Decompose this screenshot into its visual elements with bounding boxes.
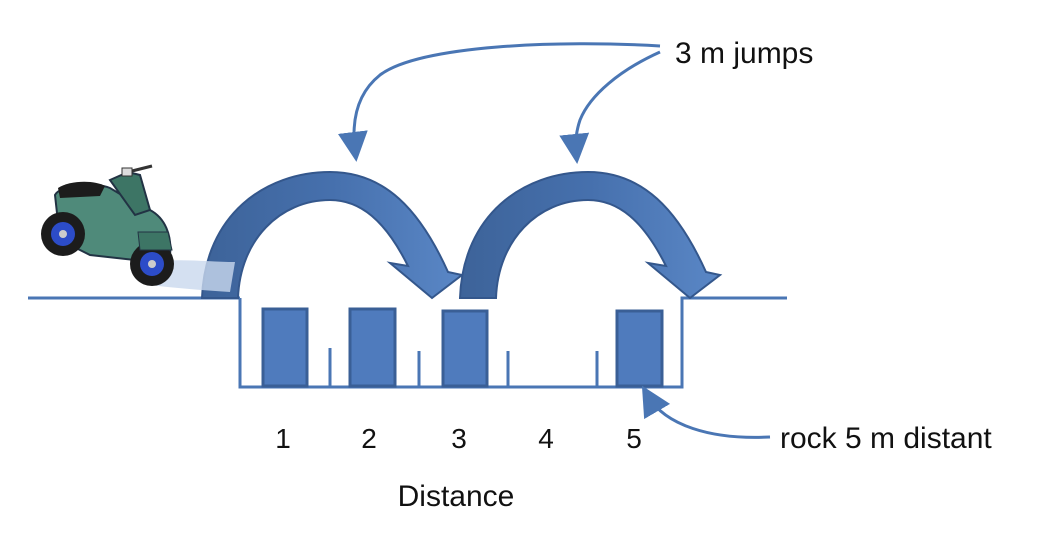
tick-label-5: 5 [626,423,642,454]
rock-2 [348,307,397,388]
callout-arrow-jump-1 [337,42,661,162]
rock-label: rock 5 m distant [780,422,992,455]
axis-title: Distance [398,480,515,513]
rock-3 [441,309,489,388]
ground [28,296,787,389]
distance-ticks [328,348,599,387]
rock-5 [615,309,664,388]
jump-arc-2 [458,170,723,300]
callout-arrow-rock [641,385,771,439]
tick-label-1: 1 [275,423,291,454]
scooter-icon [41,164,235,292]
rock-1 [261,307,309,388]
tick-label-2: 2 [361,423,377,454]
tick-label-4: 4 [538,423,554,454]
jumps-label: 3 m jumps [675,37,813,70]
jump-arc-1 [200,170,465,300]
callout-arrow-jump-2 [559,50,661,164]
tick-label-3: 3 [451,423,467,454]
